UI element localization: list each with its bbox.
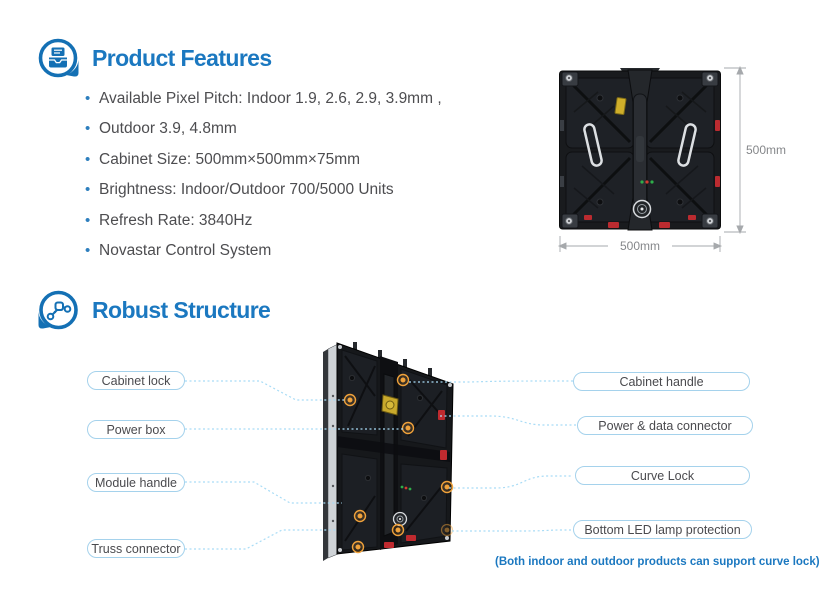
badge-tail (38, 312, 51, 329)
callout-cabinet-lock: Cabinet lock (87, 371, 185, 390)
callout-power-data-connector: Power & data connector (577, 416, 753, 435)
feature-item: Refresh Rate: 3840Hz (85, 206, 442, 237)
status-leds (400, 485, 412, 491)
height-dimension-label: 500mm (746, 143, 787, 157)
robust-structure-header: Robust Structure (36, 288, 271, 333)
dimension-lines (557, 65, 746, 252)
status-leds (640, 180, 654, 184)
yellow-latch (614, 97, 627, 115)
cabinet-back-image (558, 68, 722, 232)
feature-item: Available Pixel Pitch: Indoor 1.9, 2.6, … (85, 84, 442, 115)
callout-power-box: Power box (87, 420, 185, 439)
feature-item: Outdoor 3.9, 4.8mm (85, 114, 442, 145)
callout-truss-connector: Truss connector (87, 539, 185, 558)
callout-curve-lock: Curve Lock (575, 466, 750, 485)
badge-tail (66, 60, 79, 77)
callout-bottom-led-lamp-protection: Bottom LED lamp protection (573, 520, 752, 539)
feature-item: Brightness: Indoor/Outdoor 700/5000 Unit… (85, 175, 442, 206)
red-locking-clips (384, 410, 447, 548)
callout-module-handle: Module handle (87, 473, 185, 492)
width-dimension-label: 500mm (608, 239, 672, 253)
product-features-header: Product Features (36, 36, 272, 81)
network-nodes-badge-icon (36, 288, 81, 333)
callout-cabinet-handle: Cabinet handle (573, 372, 750, 391)
red-locking-clips (584, 120, 720, 228)
feature-item: Novastar Control System (85, 236, 442, 267)
robust-structure-title: Robust Structure (92, 297, 271, 323)
highlight-markers (343, 373, 454, 554)
product-features-title: Product Features (92, 45, 272, 71)
corner-brackets (561, 71, 719, 229)
cabinet-structure-image (320, 336, 458, 562)
bottom-knob (392, 511, 408, 527)
module-handle-slot-left (583, 123, 603, 167)
feature-item: Cabinet Size: 500mm×500mm×75mm (85, 145, 442, 176)
callout-leader-lines (185, 380, 577, 550)
inbox-document-badge-icon (36, 36, 81, 81)
bottom-knob (632, 199, 652, 219)
feature-list: Available Pixel Pitch: Indoor 1.9, 2.6, … (85, 84, 442, 267)
curve-lock-note: (Both indoor and outdoor products can su… (495, 556, 820, 568)
module-handle-slot-right (677, 123, 697, 167)
